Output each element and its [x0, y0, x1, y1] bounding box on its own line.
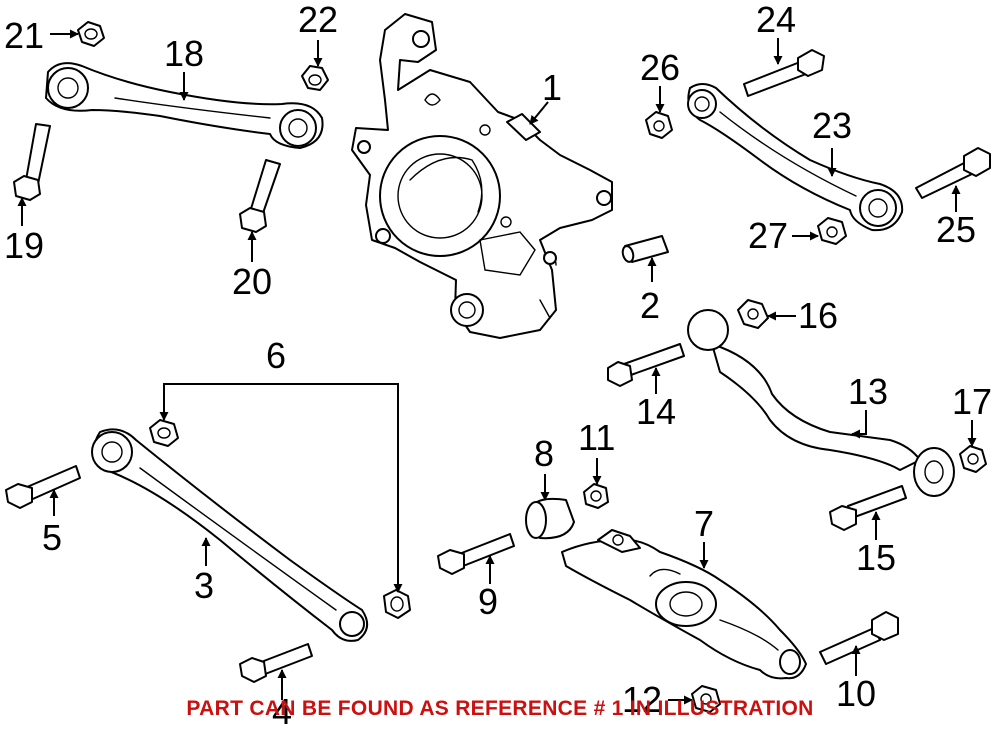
callout-20: 20	[232, 261, 272, 302]
leader-lines	[17, 29, 977, 705]
callout-26: 26	[640, 47, 680, 88]
knuckle-part[interactable]	[351, 13, 613, 339]
bolt-15[interactable]	[829, 485, 907, 531]
callout-12: 12	[622, 679, 662, 720]
callout-25: 25	[936, 209, 976, 250]
sleeve-part[interactable]	[621, 235, 669, 263]
callout-23: 23	[812, 105, 852, 146]
bolt-5[interactable]	[5, 465, 81, 509]
callout-22: 22	[298, 0, 338, 40]
bolt-20[interactable]	[239, 159, 281, 233]
bolt-4[interactable]	[239, 643, 313, 683]
callout-18: 18	[164, 33, 204, 74]
bolt-10[interactable]	[819, 611, 899, 665]
callout-17: 17	[952, 381, 992, 422]
callout-11: 11	[578, 417, 615, 458]
callout-9: 9	[478, 581, 498, 622]
callout-24: 24	[756, 0, 796, 40]
nut-6b[interactable]	[383, 589, 411, 619]
callout-1: 1	[542, 67, 562, 108]
callout-7: 7	[694, 503, 714, 544]
callout-19: 19	[4, 225, 44, 266]
callout-10: 10	[836, 673, 876, 714]
callout-27: 27	[748, 215, 788, 256]
nut-21[interactable]	[77, 21, 105, 47]
bolt-9[interactable]	[437, 533, 515, 575]
lateral-link-3[interactable]	[91, 428, 369, 642]
control-arm-23[interactable]	[687, 83, 904, 232]
reference-note: PART CAN BE FOUND AS REFERENCE # 1 IN IL…	[186, 697, 814, 720]
callout-4: 4	[272, 691, 292, 731]
callout-labels: 1 2 3 4 5 6 7 8 9 10 11 12 13 14 15 16 1…	[4, 0, 992, 731]
nut-11[interactable]	[583, 483, 609, 509]
bolt-25[interactable]	[915, 147, 991, 199]
callout-21: 21	[4, 15, 44, 56]
spring-link-7[interactable]	[561, 529, 807, 680]
bolt-24[interactable]	[743, 49, 825, 97]
callout-14: 14	[636, 391, 676, 432]
nut-22[interactable]	[301, 65, 329, 91]
nut-17[interactable]	[959, 445, 987, 473]
callout-3: 3	[194, 565, 214, 606]
callout-8: 8	[534, 433, 554, 474]
nut-26[interactable]	[645, 111, 673, 139]
toe-link-13[interactable]	[687, 309, 955, 497]
nut-6a[interactable]	[149, 419, 179, 447]
upper-control-arm-18[interactable]	[45, 62, 324, 149]
callout-13: 13	[848, 371, 888, 412]
callout-6: 6	[266, 335, 286, 376]
callout-16: 16	[798, 295, 838, 336]
bolt-19[interactable]	[13, 123, 51, 201]
nut-27[interactable]	[817, 217, 847, 245]
callout-15: 15	[856, 537, 896, 578]
bushing-8[interactable]	[525, 497, 575, 540]
nut-12[interactable]	[691, 685, 721, 713]
callout-5: 5	[42, 517, 62, 558]
callout-2: 2	[640, 285, 660, 326]
nut-16[interactable]	[737, 299, 769, 329]
bolt-14[interactable]	[607, 343, 685, 387]
